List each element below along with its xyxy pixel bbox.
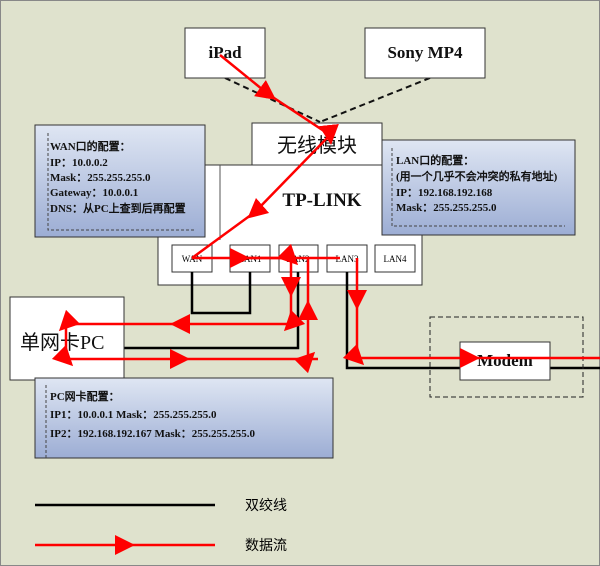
- config-line: LAN口的配置：: [396, 153, 474, 167]
- config-line: DNS：从PC上查到后再配置: [50, 201, 186, 215]
- config-line: IP1：10.0.0.1 Mask：255.255.255.0: [50, 409, 217, 421]
- config-line: PC网卡配置：: [50, 389, 120, 403]
- config-line: WAN口的配置：: [50, 139, 131, 153]
- config-line: Mask：255.255.255.0: [396, 202, 497, 214]
- wireless-module-label: 无线模块: [277, 134, 357, 157]
- config-line: IP2：192.168.192.167 Mask：255.255.255.0: [50, 428, 256, 440]
- config-line: IP：192.168.192.168: [396, 187, 493, 199]
- router-label: TP-LINK: [282, 190, 361, 211]
- legend-cable-label: 双绞线: [245, 497, 287, 514]
- ipad-device: iPad: [184, 27, 266, 79]
- config-line: Mask：255.255.255.0: [50, 172, 151, 184]
- cable-lan3-modem: [345, 272, 460, 370]
- lan-config-box: LAN口的配置： (用一个几乎不会冲突的私有地址) IP：192.168.192…: [381, 139, 576, 236]
- legend-flow-label: 数据流: [245, 538, 287, 554]
- port-label: LAN3: [336, 254, 359, 264]
- wan-config-box: WAN口的配置： IP：10.0.0.2 Mask：255.255.255.0 …: [34, 124, 206, 238]
- wireless-link-ipad: [224, 77, 321, 123]
- sony-label: Sony MP4: [387, 43, 463, 62]
- data-flow-paths: [51, 54, 600, 374]
- modem-label: Modem: [477, 351, 533, 370]
- pc-label: 单网卡PC: [20, 331, 104, 354]
- port-lan4: [374, 244, 416, 273]
- config-line: (用一个几乎不会冲突的私有地址): [396, 169, 558, 183]
- port-label: LAN4: [384, 254, 407, 264]
- legend: 双绞线 数据流: [35, 497, 287, 555]
- config-line: IP：10.0.0.2: [50, 157, 108, 169]
- wireless-link-sony: [319, 77, 431, 123]
- config-line: Gateway：10.0.0.1: [50, 187, 138, 199]
- ipad-label: iPad: [208, 43, 242, 62]
- sony-device: Sony MP4: [364, 27, 486, 79]
- pc-config-box: PC网卡配置： IP1：10.0.0.1 Mask：255.255.255.0 …: [34, 377, 334, 459]
